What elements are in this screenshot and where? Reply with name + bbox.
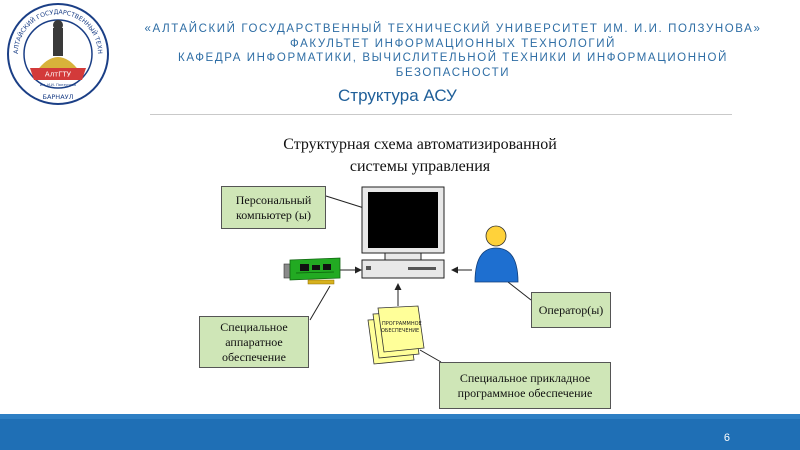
label-operator-text: Оператор(ы)	[538, 302, 604, 317]
university-logo: АЛТАЙСКИЙ ГОСУДАРСТВЕННЫЙ ТЕХНИЧЕСКИЙ УН…	[6, 2, 109, 105]
connector-pc	[325, 195, 365, 209]
expansion-card-icon	[283, 257, 341, 285]
label-pc-line1: Персональный	[235, 192, 312, 207]
operator-person-icon	[474, 225, 519, 283]
slide-title: Структура АСУ	[338, 86, 457, 105]
monument-icon	[53, 28, 63, 56]
diagram-title-line2: системы управления	[349, 158, 491, 175]
label-special-software: Специальное прикладное программное обесп…	[439, 362, 611, 409]
connector-hardware	[309, 285, 331, 321]
label-sw-line1: Специальное прикладное	[459, 370, 591, 385]
logo-sub-text: им. И.И. Ползунова	[40, 83, 76, 87]
label-hw-line1: Специальное	[220, 319, 288, 334]
computer-icon	[361, 186, 445, 279]
logo-banner-text: АлтГТУ	[45, 71, 72, 79]
label-pc-line2: компьютер (ы)	[236, 207, 311, 222]
diagram-title-line1: Структурная схема автоматизированной	[283, 136, 557, 153]
logo-banner	[30, 68, 86, 80]
connector-software	[419, 349, 442, 363]
diagram-title: Структурная схема автоматизированной сис…	[230, 134, 610, 178]
software-documents-icon: ПРОГРАММНОЕ ОБЕСПЕЧЕНИЕ	[367, 305, 425, 365]
arrow-hardware-to-pc	[340, 266, 362, 274]
header-university: «АЛТАЙСКИЙ ГОСУДАРСТВЕННЫЙ ТЕХНИЧЕСКИЙ У…	[144, 23, 762, 35]
label-personal-computer: Персональный компьютер (ы)	[221, 186, 326, 229]
logo-city-text: БАРНАУЛ	[42, 93, 73, 101]
doc-text-1: ПРОГРАММНОЕ	[382, 321, 422, 327]
label-operator: Оператор(ы)	[531, 292, 611, 328]
arrow-operator-to-pc	[451, 266, 472, 274]
doc-text-2: ОБЕСПЕЧЕНИЕ	[381, 328, 419, 334]
label-sw-line2: программное обеспечение	[457, 385, 593, 400]
header-department: КАФЕДРА ИНФОРМАТИКИ, ВЫЧИСЛИТЕЛЬНОЙ ТЕХН…	[178, 52, 728, 64]
header: «АЛТАЙСКИЙ ГОСУДАРСТВЕННЫЙ ТЕХНИЧЕСКИЙ У…	[118, 22, 788, 80]
header-faculty: ФАКУЛЬТЕТ ИНФОРМАЦИОННЫХ ТЕХНОЛОГИЙ	[290, 37, 616, 50]
arrow-software-to-pc	[394, 283, 402, 306]
page-number: 6	[723, 432, 730, 444]
label-hw-line2: аппаратное	[225, 334, 283, 349]
footer-accent	[0, 414, 800, 419]
footer-bar	[0, 419, 800, 450]
label-hw-line3: обеспечение	[222, 349, 286, 364]
title-divider	[150, 114, 732, 115]
label-special-hardware: Специальное аппаратное обеспечение	[199, 316, 309, 368]
header-department-cont: БЕЗОПАСНОСТИ	[395, 66, 511, 79]
connector-operator	[507, 281, 532, 301]
